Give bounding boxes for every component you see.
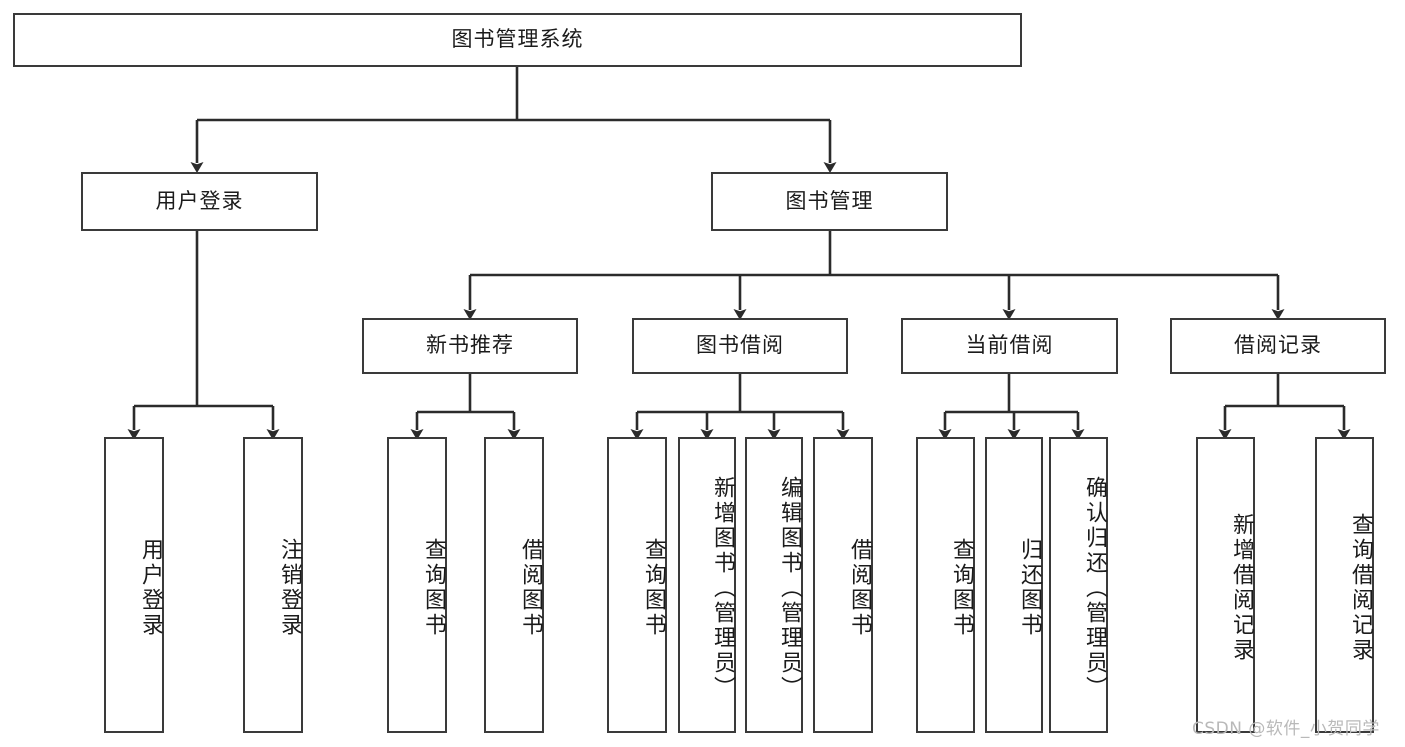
leaf-newbook-query-books[interactable]: 查询图书 bbox=[387, 437, 447, 733]
leaf-borrow-query-books-label: 查询图书 bbox=[641, 538, 666, 638]
leaf-current-confirm-return-admin[interactable]: 确认归还（管理员） bbox=[1049, 437, 1108, 733]
leaf-borrow-edit-book-admin[interactable]: 编辑图书（管理员） bbox=[745, 437, 803, 733]
leaf-borrow-add-book-admin[interactable]: 新增图书（管理员） bbox=[678, 437, 736, 733]
leaf-borrow-query-books[interactable]: 查询图书 bbox=[607, 437, 667, 733]
leaf-current-return-books[interactable]: 归还图书 bbox=[985, 437, 1043, 733]
leaf-current-return-books-label: 归还图书 bbox=[1017, 538, 1042, 638]
node-book-management[interactable]: 图书管理 bbox=[711, 172, 948, 231]
node-new-book-recommend-label: 新书推荐 bbox=[426, 333, 514, 358]
leaf-borrow-edit-book-admin-label: 编辑图书（管理员） bbox=[777, 475, 802, 701]
leaf-borrow-add-book-admin-label: 新增图书（管理员） bbox=[710, 475, 735, 701]
leaf-record-add-borrow-record-label: 新增借阅记录 bbox=[1229, 513, 1254, 663]
node-new-book-recommend[interactable]: 新书推荐 bbox=[362, 318, 578, 374]
node-user-login[interactable]: 用户登录 bbox=[81, 172, 318, 231]
node-book-borrow-label: 图书借阅 bbox=[696, 333, 784, 358]
leaf-borrow-borrow-books[interactable]: 借阅图书 bbox=[813, 437, 873, 733]
leaf-newbook-query-books-label: 查询图书 bbox=[421, 538, 446, 638]
node-book-management-label: 图书管理 bbox=[785, 188, 874, 213]
leaf-user-login-label: 用户登录 bbox=[138, 538, 163, 638]
node-current-borrow[interactable]: 当前借阅 bbox=[901, 318, 1118, 374]
leaf-logout[interactable]: 注销登录 bbox=[243, 437, 303, 733]
leaf-current-query-books-label: 查询图书 bbox=[949, 538, 974, 638]
node-root[interactable]: 图书管理系统 bbox=[13, 13, 1022, 67]
leaf-record-query-borrow-record-label: 查询借阅记录 bbox=[1348, 513, 1373, 663]
leaf-current-confirm-return-admin-label: 确认归还（管理员） bbox=[1082, 475, 1107, 701]
leaf-newbook-borrow-books-label: 借阅图书 bbox=[518, 538, 543, 638]
leaf-newbook-borrow-books[interactable]: 借阅图书 bbox=[484, 437, 544, 733]
leaf-record-query-borrow-record[interactable]: 查询借阅记录 bbox=[1315, 437, 1374, 733]
node-current-borrow-label: 当前借阅 bbox=[965, 333, 1054, 358]
node-book-borrow[interactable]: 图书借阅 bbox=[632, 318, 848, 374]
node-user-login-label: 用户登录 bbox=[155, 188, 244, 213]
node-root-label: 图书管理系统 bbox=[451, 27, 584, 52]
csdn-watermark: CSDN @软件_小贺同学 bbox=[1192, 719, 1380, 739]
leaf-borrow-borrow-books-label: 借阅图书 bbox=[847, 538, 872, 638]
node-borrow-record-label: 借阅记录 bbox=[1234, 333, 1322, 358]
leaf-logout-label: 注销登录 bbox=[277, 538, 302, 638]
leaf-current-query-books[interactable]: 查询图书 bbox=[916, 437, 975, 733]
leaf-user-login[interactable]: 用户登录 bbox=[104, 437, 164, 733]
node-borrow-record[interactable]: 借阅记录 bbox=[1170, 318, 1386, 374]
leaf-record-add-borrow-record[interactable]: 新增借阅记录 bbox=[1196, 437, 1255, 733]
